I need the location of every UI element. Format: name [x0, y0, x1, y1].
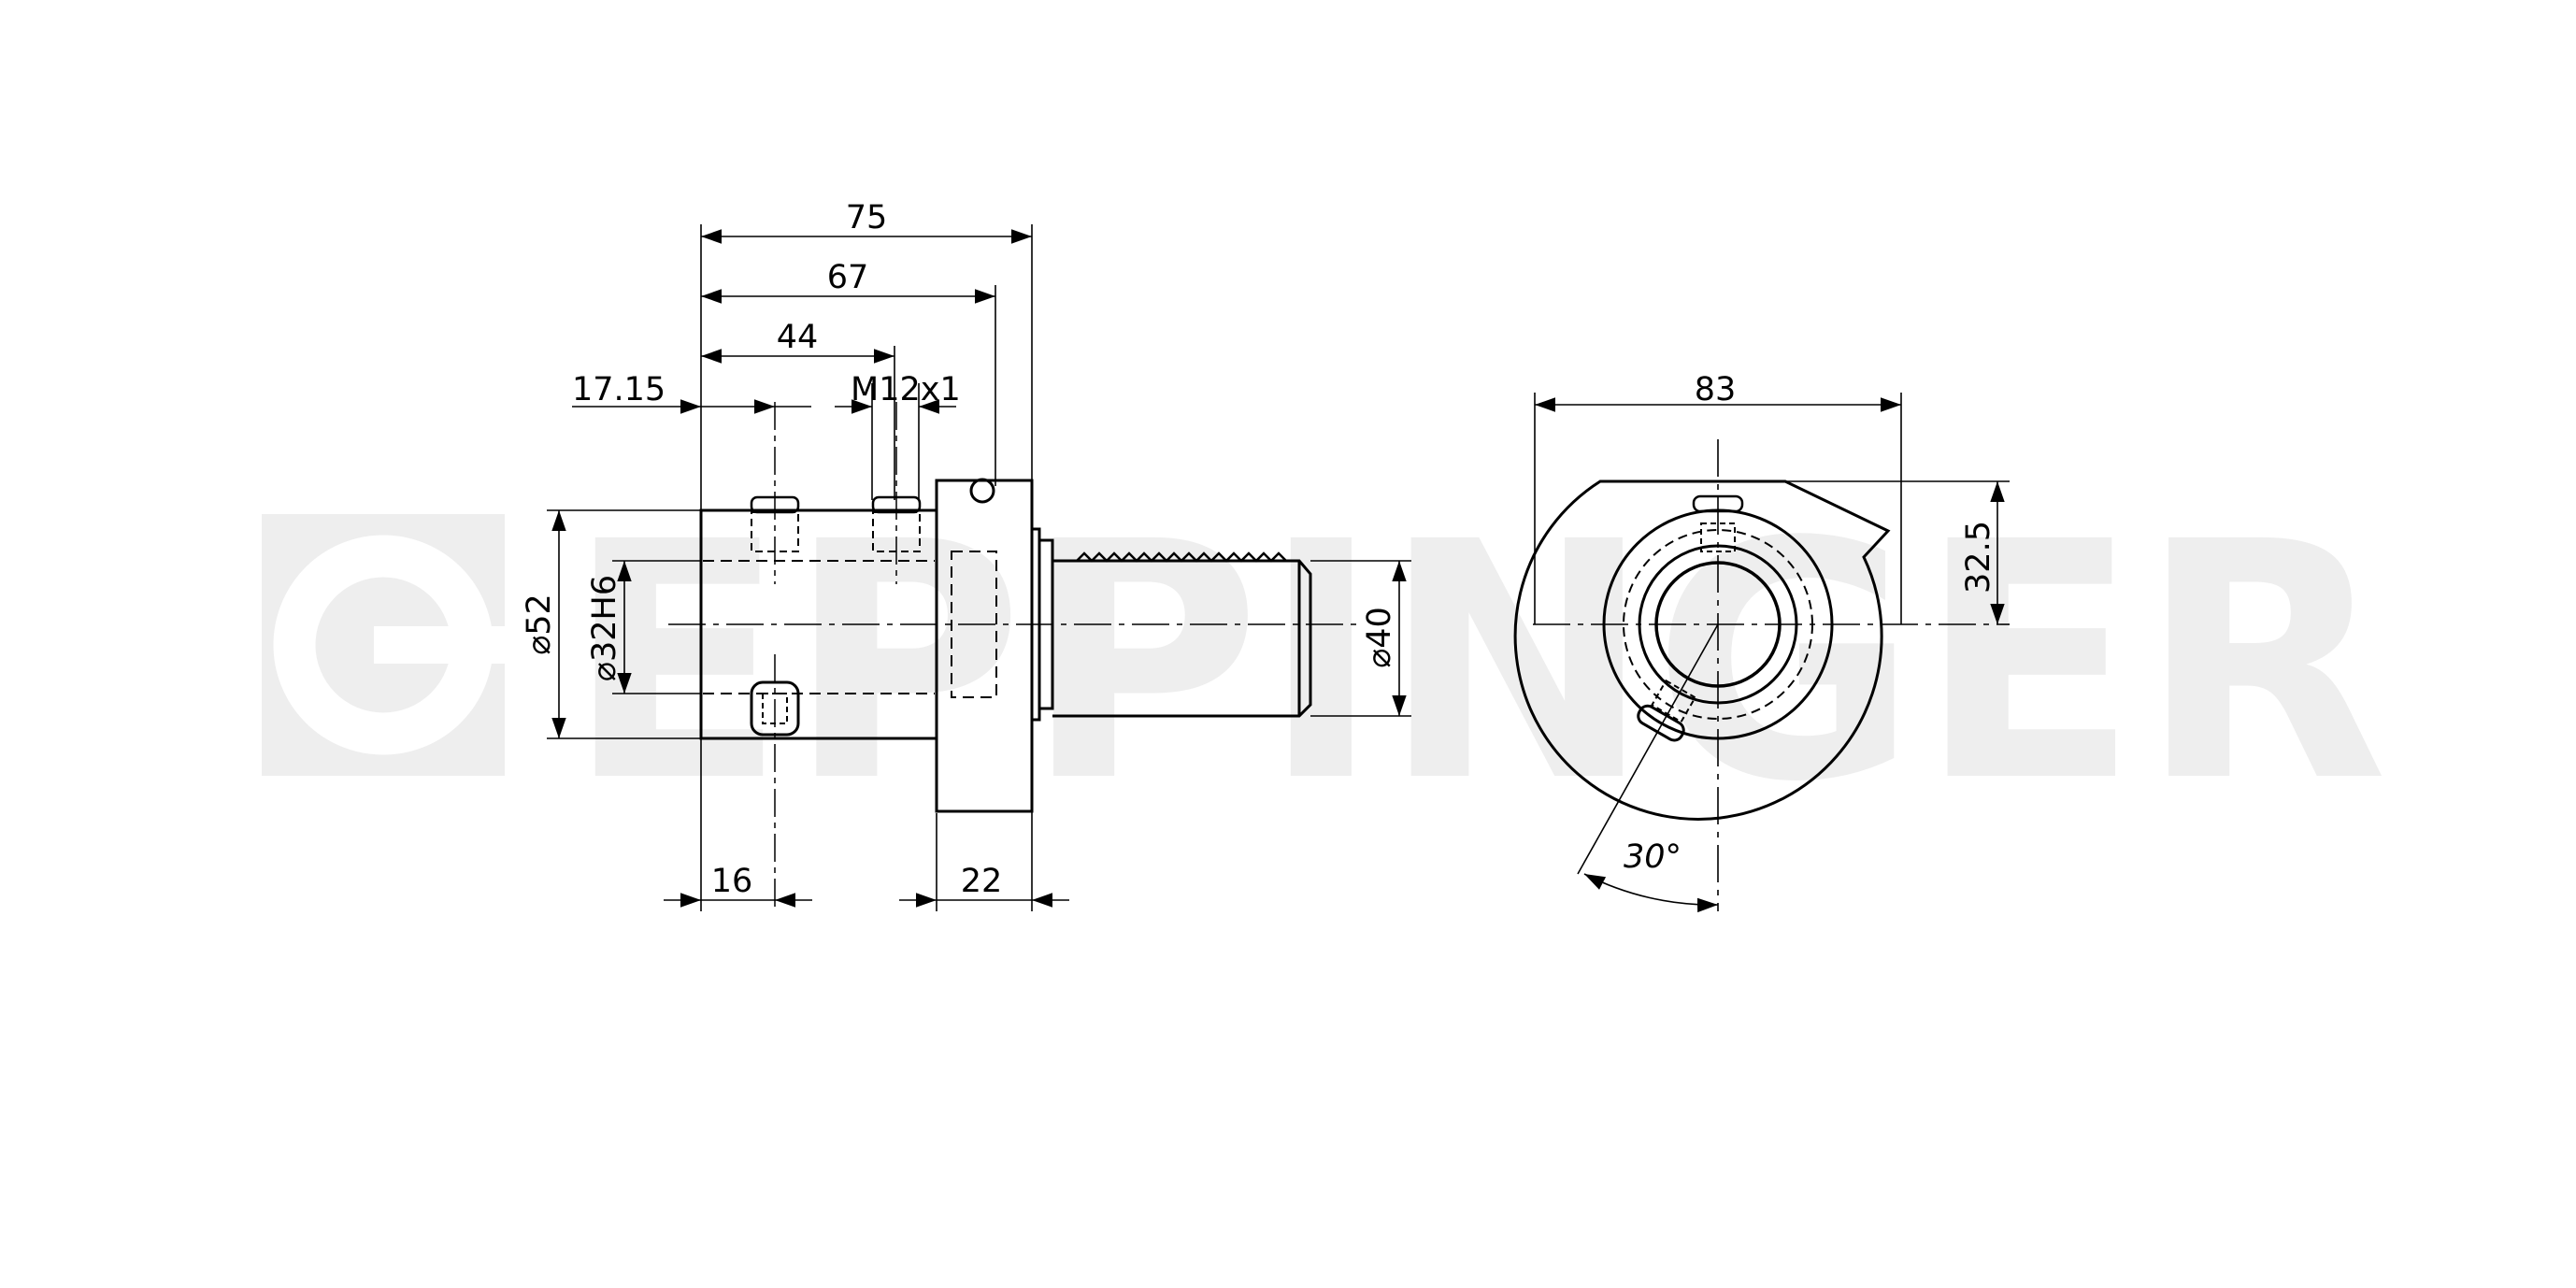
side-dimension-labels: 75 67 44 17.15 M12x1 16 22 ⌀52 ⌀32H6 ⌀40	[521, 199, 1398, 900]
shank	[1052, 559, 1312, 718]
flange-hidden-recess	[951, 551, 997, 698]
front-screw-angled	[1637, 679, 1696, 742]
label-17-15: 17.15	[572, 371, 665, 408]
screw-top-1	[750, 402, 800, 584]
flange-hole	[969, 478, 995, 504]
front-view	[1513, 439, 2000, 911]
label-22: 22	[961, 863, 1003, 900]
screw-top-2	[871, 402, 922, 584]
screw-bottom	[750, 654, 800, 911]
label-d32h6: ⌀32H6	[586, 575, 623, 681]
label-d40: ⌀40	[1361, 607, 1398, 668]
bore-outer-circle	[1638, 544, 1798, 705]
front-dimension-labels: 83 32.5 30°	[1624, 371, 1997, 876]
label-16: 16	[711, 863, 753, 900]
label-32-5: 32.5	[1960, 521, 1997, 594]
label-30-deg: 30°	[1624, 838, 1682, 876]
label-67: 67	[827, 259, 869, 296]
label-thread: M12x1	[851, 371, 961, 408]
dim-arc-30	[1583, 873, 1719, 913]
side-dimensions	[547, 224, 1411, 911]
shank-neck	[1038, 538, 1054, 710]
label-d52: ⌀52	[521, 594, 558, 655]
bore-inner-circle	[1654, 561, 1782, 688]
label-75: 75	[846, 199, 888, 236]
watermark: EPPINGER	[262, 472, 2388, 853]
front-screw-top	[1692, 494, 1744, 552]
label-44: 44	[777, 319, 819, 356]
shank-serration	[1076, 551, 1287, 563]
bore-circle-hidden	[1623, 529, 1813, 720]
front-dimensions	[1534, 393, 2010, 913]
watermark-text: EPPINGER	[565, 472, 2388, 853]
flange-outline	[1513, 479, 1891, 821]
label-83: 83	[1695, 371, 1737, 408]
watermark-logo-bar	[374, 626, 505, 664]
